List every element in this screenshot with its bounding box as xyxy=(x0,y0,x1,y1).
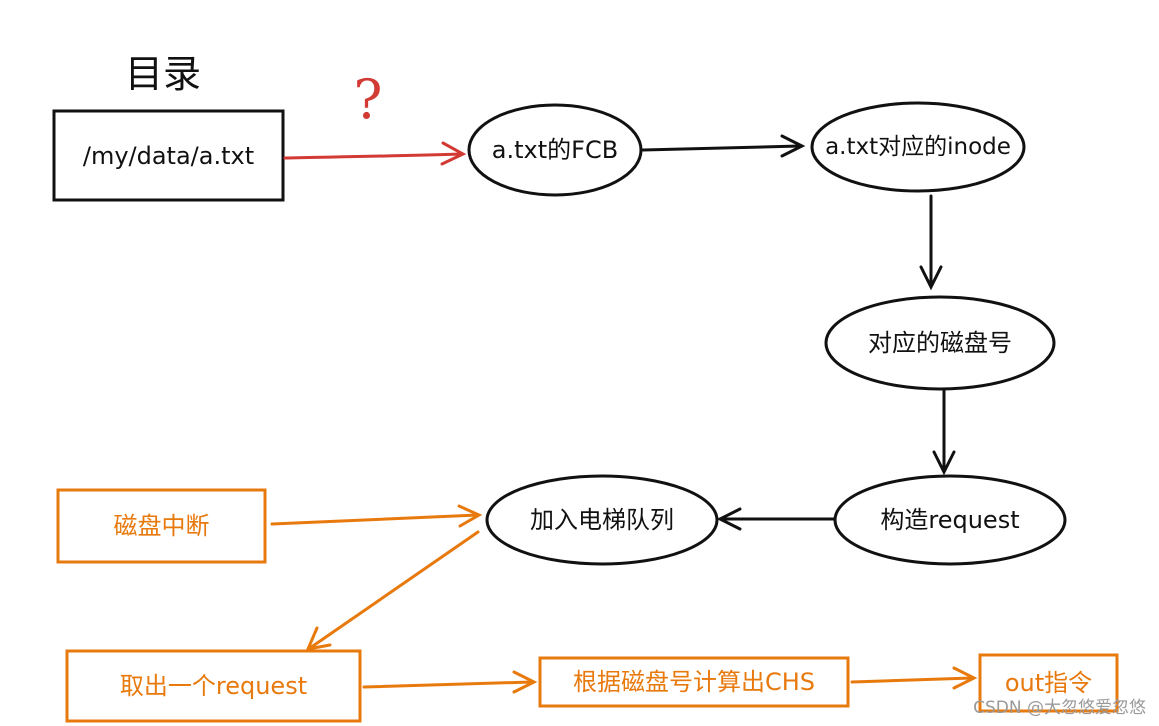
take-request-label: 取出一个request xyxy=(119,672,308,700)
arrow-queue-to-take xyxy=(305,530,480,651)
disk-interrupt-box xyxy=(56,488,267,564)
arrow-chs-to-out xyxy=(850,666,978,690)
arrow-disk-no-to-request xyxy=(932,388,956,476)
arrow-inode-to-disk-no xyxy=(919,194,943,291)
elevator-queue-label: 加入电梯队列 xyxy=(530,506,674,534)
make-request-label: 构造request xyxy=(880,506,1020,534)
out-cmd-box xyxy=(978,653,1119,713)
out-cmd-label: out指令 xyxy=(1004,669,1093,697)
arrow-request-to-queue xyxy=(716,507,836,531)
disk-no-label: 对应的磁盘号 xyxy=(868,329,1012,357)
disk-no-ellipse xyxy=(824,295,1056,391)
fcb-label: a.txt的FCB xyxy=(491,136,619,164)
path-box-label: /my/data/a.txt xyxy=(82,141,255,170)
arrow-path-to-fcb xyxy=(283,141,467,166)
compute-chs-label: 根据磁盘号计算出CHS xyxy=(572,668,816,696)
inode-label: a.txt对应的inode xyxy=(825,133,1011,160)
arrow-take-to-chs xyxy=(362,670,538,694)
arrow-interrupt-to-queue xyxy=(270,504,483,528)
disk-interrupt-label: 磁盘中断 xyxy=(113,512,210,540)
inode-ellipse xyxy=(810,101,1026,193)
compute-chs-box xyxy=(538,656,850,708)
fcb-ellipse xyxy=(467,103,643,197)
directory-title: 目录 xyxy=(125,52,202,96)
take-request-box xyxy=(65,649,362,723)
arrow-fcb-to-inode xyxy=(641,134,806,158)
elevator-queue-ellipse xyxy=(485,474,719,566)
path-box xyxy=(52,109,285,202)
question-mark: ? xyxy=(353,68,383,131)
watermark: CSDN @大忽悠爱忽悠 xyxy=(973,697,1146,718)
